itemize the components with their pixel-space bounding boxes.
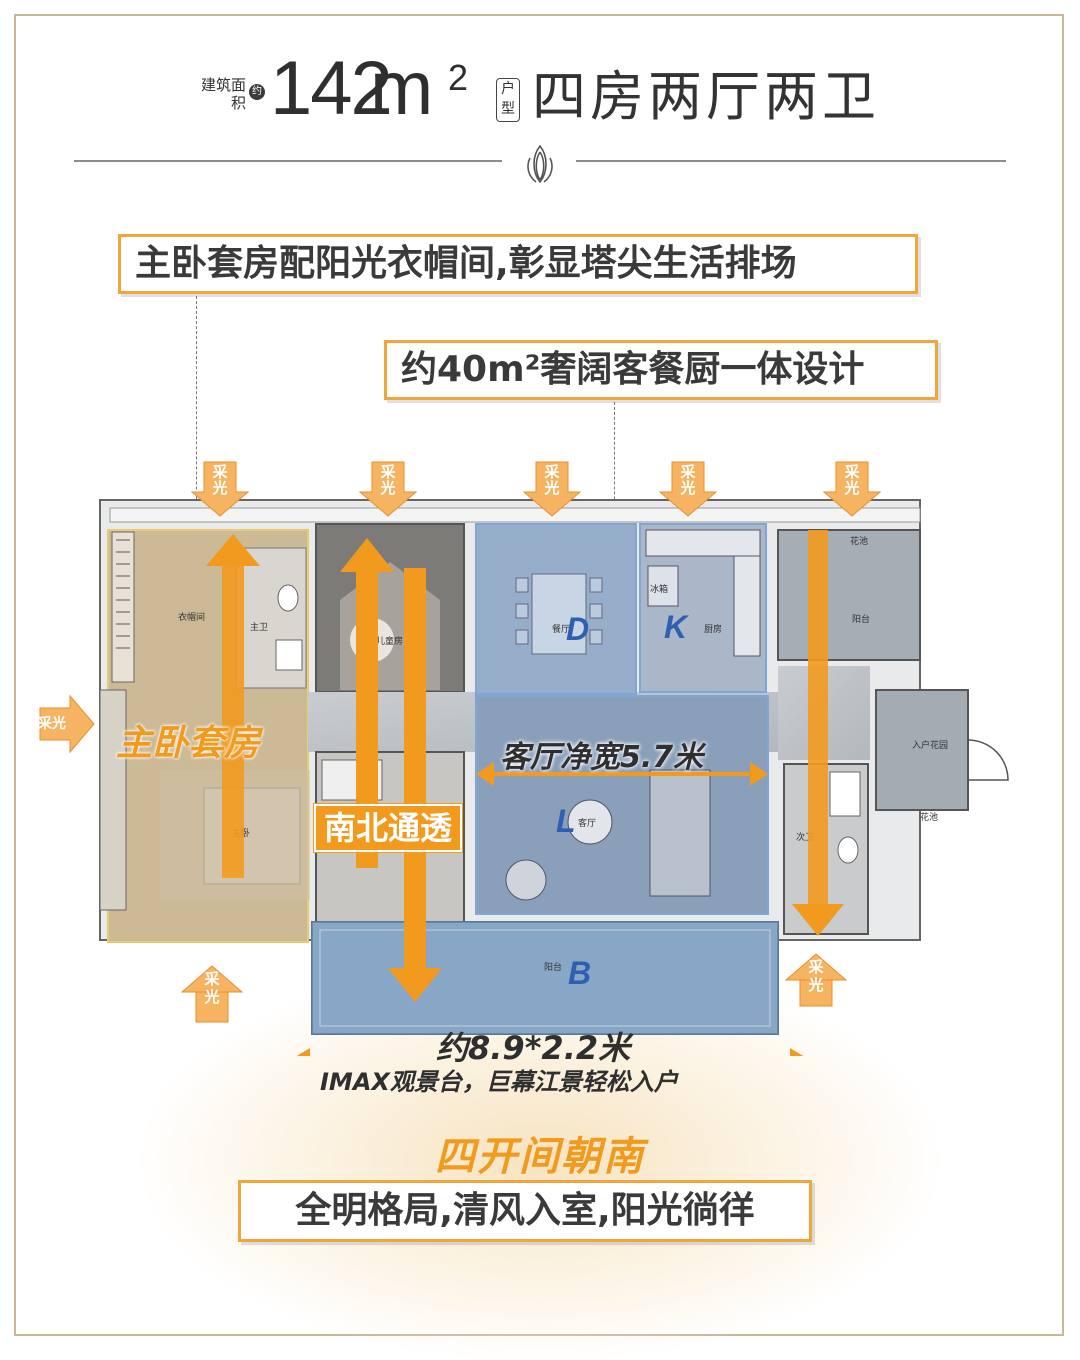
zone-letter-l: L (556, 803, 576, 839)
closet-rack (111, 531, 135, 683)
light-tag-5: 采光 (844, 463, 860, 497)
type-value: 四房两厅两卫 (532, 65, 880, 128)
coffee-table (567, 799, 613, 845)
dining-table (531, 573, 587, 655)
area-label: 建筑面积 (200, 76, 246, 112)
main-balcony-rail (319, 929, 771, 1027)
light-tag-6: 采光 (204, 970, 220, 1006)
light-tag-2: 采光 (380, 463, 396, 497)
main-balcony-tint (312, 922, 778, 1034)
dining-chairs (515, 577, 603, 645)
room-label-closet: 衣帽间 (178, 611, 205, 623)
area-unit: m (370, 46, 434, 131)
callout-master-suite: 主卧套房配阳光衣帽间,彰显塔尖生活排场 (118, 234, 918, 294)
living-width-arrow (476, 762, 768, 786)
airflow-arrows (206, 530, 844, 1002)
main-balcony (311, 921, 779, 1035)
callout-pointer-master (196, 296, 197, 700)
sink-icon (275, 639, 303, 671)
arrow-head-north-up (340, 538, 394, 572)
room-label-balcony-side: 阳台 (852, 613, 870, 625)
side-balcony (777, 529, 921, 661)
armchair (505, 859, 547, 901)
balcony-desc: IMAX观景台，巨幕江景轻松入户 (320, 1068, 678, 1096)
light-tag-4: 采光 (680, 463, 696, 497)
balcony-size-label: 约8.9*2.2米 (436, 1029, 631, 1067)
light-tag-8: 采光 (38, 716, 66, 732)
toilet-icon (277, 584, 299, 612)
living-zone (475, 695, 769, 915)
master-suite-label: 主卧套房 (116, 723, 261, 764)
kitchen-counter-side (733, 555, 761, 657)
fridge (647, 565, 679, 607)
light-tag-1: 采光 (212, 463, 228, 497)
room-label-balcony-main: 阳台 (544, 961, 562, 973)
room-label-living: 客厅 (578, 817, 596, 829)
arrow-shaft-master (222, 562, 244, 878)
room-label-dining: 餐厅 (552, 623, 570, 635)
entry-garden (875, 689, 969, 811)
divider-left (74, 160, 502, 162)
bottom-subtitle: 全明格局,清风入室,阳光徜徉 (238, 1180, 812, 1242)
area-value: 142 (270, 46, 393, 131)
room-label-planter-bottom: 花池 (920, 811, 938, 823)
room-label-planter-top: 花池 (850, 535, 868, 547)
room-label-fridge: 冰箱 (650, 583, 668, 595)
emblem-icon (527, 144, 553, 184)
arrow-head-right-down (792, 904, 844, 936)
entry-door-swing (967, 739, 1009, 781)
living-width-label: 客厅净宽5.7米 (500, 740, 704, 775)
closet-hangers (116, 539, 130, 649)
sofa (649, 769, 711, 897)
area-unit-superscript: 2 (448, 57, 469, 98)
bottom-title: 四开间朝南 (435, 1134, 645, 1180)
dining-tint (476, 524, 636, 694)
room-label-entry-garden: 入户花园 (912, 739, 948, 751)
divider-right (576, 160, 1006, 162)
room-label-kids: 儿童房 (376, 635, 403, 647)
arrow-shaft-right-down (808, 530, 828, 908)
kitchen-counter-top (645, 529, 761, 557)
arrow-shaft-south-down (404, 568, 426, 972)
room-label-master-bath: 主卫 (250, 621, 268, 633)
room-label-kitchen: 厨房 (704, 623, 722, 635)
approx-badge: 约 (249, 84, 265, 100)
zone-letter-b: B (568, 955, 591, 991)
light-arrows (39, 461, 882, 1023)
arrow-shaft-north-up (356, 568, 378, 868)
arrow-head-south-down (388, 968, 442, 1002)
second-bath-toilet (837, 836, 859, 864)
light-tag-3: 采光 (544, 463, 560, 497)
top-ledge (109, 507, 921, 523)
floor-plan: 衣帽间 主卫 主卧 儿童房 餐厅 厨房 冰箱 客厅 阳台 阳台 花池 入户花园 … (39, 461, 1009, 1056)
type-badge: 户型 (496, 78, 520, 122)
light-tag-7: 采光 (808, 958, 824, 994)
north-south-label: 南北通透 (314, 804, 463, 852)
second-bath-sink (829, 771, 861, 817)
callout-living-space: 约40m²奢阔客餐厨一体设计 (384, 340, 938, 400)
balcony-width-arrow (296, 1048, 804, 1056)
zone-letter-k: K (664, 609, 690, 645)
arrow-head-master-up (206, 534, 260, 566)
zone-letter-d: D (566, 611, 589, 647)
header: 建筑面积 约 142 m 2 户型 四房两厅两卫 (0, 0, 1080, 150)
master-window-bay (99, 689, 127, 911)
